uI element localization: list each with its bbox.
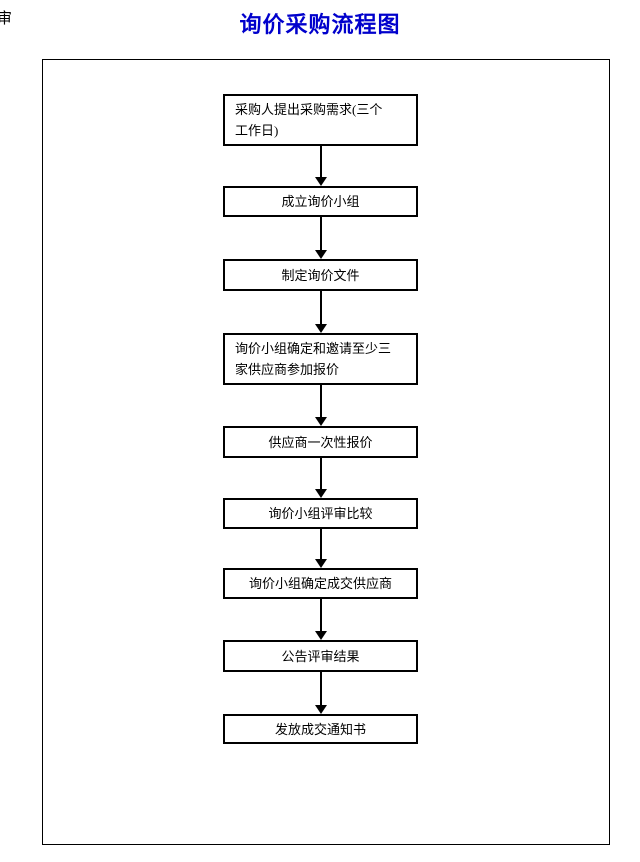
arrow-line [320,599,322,632]
flow-step: 制定询价文件 [223,259,418,291]
flow-step: 询价小组确定成交供应商 [223,568,418,599]
flow-arrow-down [315,146,327,186]
arrow-head-icon [315,250,327,259]
flow-step-label: 公告评审结果 [281,648,360,664]
arrow-line [320,458,322,490]
flow-arrow-down [315,385,327,426]
arrow-line [320,672,322,706]
flow-step: 询价小组确定和邀请至少三 家供应商参加报价 [223,333,418,385]
flow-arrow-down [315,291,327,333]
flow-arrow-down [315,529,327,568]
arrow-head-icon [315,705,327,714]
arrow-head-icon [315,489,327,498]
flow-step-label: 采购人提出采购需求(三个 工作日) [235,102,383,138]
flow-step-label: 成立询价小组 [281,194,360,209]
flow-step-label: 发放成交通知书 [274,721,366,737]
flow-step: 公告评审结果 [223,640,418,672]
arrow-line [320,385,322,418]
flow-step: 采购人提出采购需求(三个 工作日) [223,94,418,146]
flow-step-label: 询价小组确定和邀请至少三 家供应商参加报价 [235,341,392,377]
arrow-head-icon [315,324,327,333]
corner-mark-text: 审 [0,11,13,27]
flow-arrow-down [315,217,327,259]
flow-step-label: 制定询价文件 [281,267,360,283]
page-title: 询价采购流程图 [239,12,401,37]
flowchart-frame: 采购人提出采购需求(三个 工作日) 成立询价小组制定询价文件询价小组确定和邀请至少… [42,59,610,845]
flow-arrow-down [315,672,327,714]
flow-arrow-down [315,599,327,640]
arrow-head-icon [315,559,327,568]
arrow-head-icon [315,417,327,426]
flow-step: 发放成交通知书 [223,714,418,744]
arrow-line [320,217,322,251]
flow-step: 询价小组评审比较 [223,498,418,529]
flow-step: 供应商一次性报价 [223,426,418,458]
flow-step-label: 询价小组评审比较 [268,506,373,521]
flow-step-label: 供应商一次性报价 [268,434,373,450]
flow-step: 成立询价小组 [223,186,418,217]
flow-step-label: 询价小组确定成交供应商 [248,576,392,591]
arrow-head-icon [315,631,327,640]
arrow-line [320,146,322,178]
arrow-head-icon [315,177,327,186]
arrow-line [320,291,322,325]
arrow-line [320,529,322,560]
flow-arrow-down [315,458,327,498]
